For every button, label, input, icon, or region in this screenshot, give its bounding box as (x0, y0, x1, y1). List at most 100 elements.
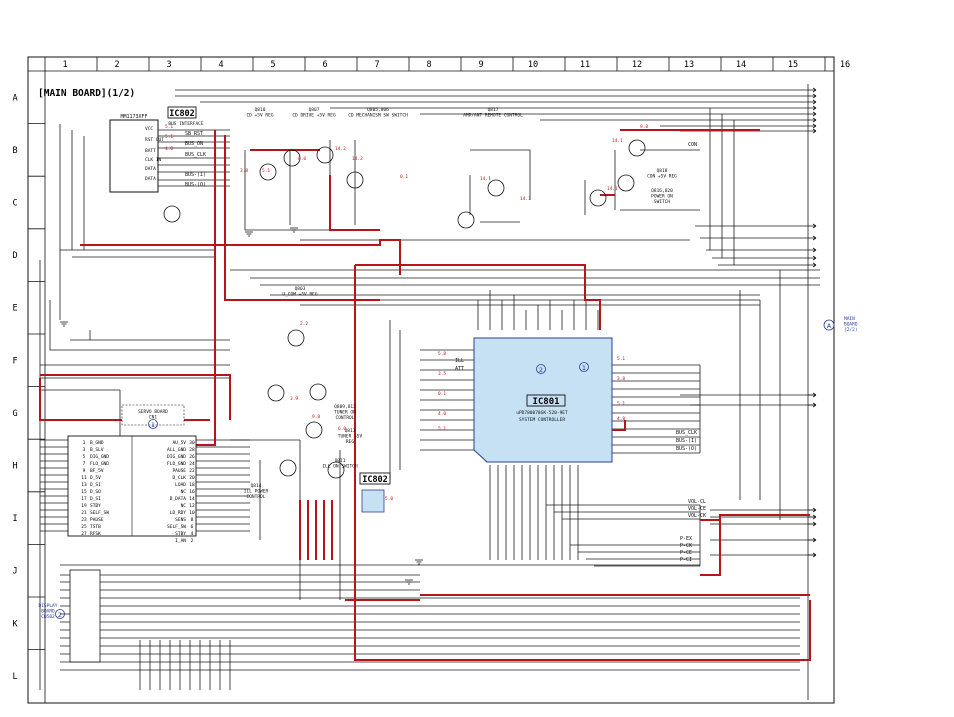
caption-q813-text-line: TUNER +5V (338, 434, 363, 440)
label-vol-ce: VOL-CE (688, 506, 706, 512)
terminal-arrow (808, 128, 817, 134)
svg-text:6.0: 6.0 (338, 426, 346, 432)
cn-pin-label: D_DATA (170, 496, 187, 502)
row-label: E (12, 304, 17, 314)
svg-text:5.8: 5.8 (438, 351, 446, 357)
terminal-arrow (808, 262, 817, 268)
svg-text:14.2: 14.2 (352, 156, 363, 162)
column-label: 15 (788, 60, 798, 70)
ic801-system-controller: IC801 uPD780078GK-520-9ET SYSTEM CONTROL… (473, 337, 613, 463)
ic802-bottom-label: IC802 (362, 475, 388, 485)
label-p-ce: P-CE (680, 550, 692, 556)
terminal-arrow (808, 521, 817, 527)
label-ill: ILL (455, 358, 464, 364)
terminal-arrow (808, 537, 817, 543)
cn-pin-label: AU_5V (172, 440, 186, 446)
cn-pin-number: 3 (83, 447, 86, 453)
cn-pin-number: 11 (81, 475, 87, 481)
transistor-symbols (163, 139, 646, 479)
svg-text:14.1: 14.1 (612, 138, 623, 144)
caption-q810-text: Q810 (255, 107, 266, 113)
svg-text:4.0: 4.0 (165, 146, 173, 152)
caption-q811-text-line: ILL ON SWITCH (322, 464, 358, 470)
label-bus-clk-right: BUS_CLK (676, 430, 697, 436)
cn-pin-number: 9 (83, 468, 86, 474)
column-label: 3 (166, 60, 171, 70)
ic801-label: IC801 (532, 397, 559, 407)
label-bus-o: BUS-(O) (185, 182, 206, 188)
svg-text:CLK IN: CLK IN (145, 157, 162, 163)
svg-text:4.0: 4.0 (438, 411, 446, 417)
cn-pin-number: 2 (191, 538, 194, 544)
cn-pin-label: B_GND (90, 440, 104, 446)
row-label: D (12, 251, 17, 261)
label-p-ck: P-CK (680, 543, 692, 549)
cn-pin-number: 7 (83, 461, 86, 467)
ic802-top-sublabel: BUS INTERFACE (168, 121, 204, 127)
terminal-arrow (808, 514, 817, 520)
cn-pin-label: D_SI (90, 482, 101, 488)
cn-pin-label: LOAD (175, 482, 186, 488)
cn-pin-label: D_SI (90, 496, 101, 502)
terminal-arrow (808, 123, 817, 129)
cn-pin-number: 14 (189, 496, 195, 502)
cn-pin-number: 12 (189, 503, 195, 509)
ground-symbols (60, 227, 423, 585)
row-label: F (12, 356, 17, 366)
label-p-ex: P-EX (680, 536, 692, 542)
caption-q814-text-line: ILL POWER (244, 489, 269, 495)
svg-text:DATA: DATA (145, 166, 156, 172)
svg-text:5.1: 5.1 (617, 401, 625, 407)
caption-q816-text-line: SWITCH (654, 199, 671, 205)
terminal-arrow (808, 402, 817, 408)
caption-q807-text-line: CD DRIVE +5V REG (292, 113, 336, 119)
caption-q817-text: Q817 (488, 107, 499, 113)
svg-text:5.1: 5.1 (617, 356, 625, 362)
sheet-title: [MAIN BOARD](1/2) (38, 88, 135, 99)
svg-text:2.2: 2.2 (300, 321, 308, 327)
svg-text:3.8: 3.8 (617, 376, 625, 382)
cn-pin-label: FLO_GND (167, 461, 186, 467)
cn-pin-label: ALL_GND (167, 447, 186, 453)
caption-q812-text-line: CONTROL (336, 415, 355, 421)
svg-text:BATT: BATT (145, 148, 156, 154)
label-bus-on: BUS_ON (185, 141, 203, 147)
cn-pin-number: 19 (81, 503, 87, 509)
cn-pin-number: 6 (191, 524, 194, 530)
row-label: B (12, 146, 17, 156)
cn-pin-label: D_CLK (172, 475, 186, 481)
terminal-arrow (808, 552, 817, 558)
label-p-ci: P-CI (680, 557, 692, 563)
cn-pin-number: 20 (189, 475, 195, 481)
cn-pin-label: TSTB (90, 524, 101, 530)
svg-text:3.5: 3.5 (438, 371, 446, 377)
column-label: 1 (62, 60, 67, 70)
svg-text:5.1: 5.1 (165, 124, 173, 130)
column-label: 16 (840, 60, 850, 70)
column-label: 11 (580, 60, 590, 70)
cn-pin-label: STBY (175, 531, 186, 537)
label-con: CON (688, 142, 697, 148)
cn-pin-number: 1 (83, 440, 86, 446)
row-label: A (12, 93, 17, 103)
main-board-ref-label-text-line: BOARD (844, 322, 858, 328)
cn-pin-label: B_SLV (90, 447, 104, 453)
column-label: 6 (322, 60, 327, 70)
cn-pin-number: 30 (189, 440, 195, 446)
right-terminals (808, 87, 817, 558)
row-label: L (12, 672, 17, 682)
svg-text:3.8: 3.8 (240, 168, 248, 174)
caption-q818-text-line: CON +5V REG (647, 174, 677, 180)
cn-pin-label: NC (181, 503, 187, 509)
cn-pin-number: 13 (81, 482, 87, 488)
cn-pin-label: D_SO (90, 489, 101, 495)
